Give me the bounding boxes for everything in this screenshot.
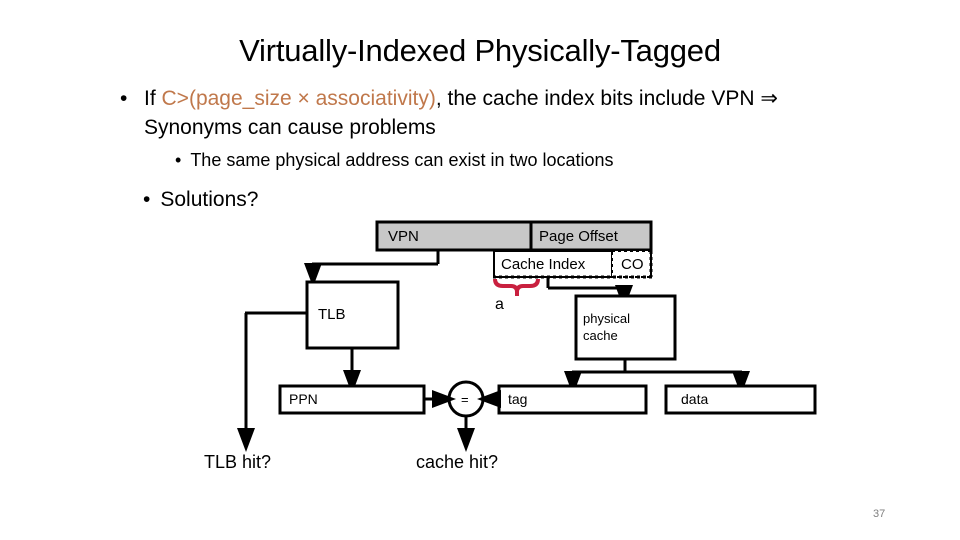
page-title: Virtually-Indexed Physically-Tagged	[239, 33, 721, 68]
ppn-label: PPN	[289, 391, 318, 407]
tlb-hit-label: TLB hit?	[204, 452, 272, 472]
page-offset-label: Page Offset	[539, 228, 618, 245]
bullet-solutions: • Solutions?	[143, 185, 258, 214]
comparator-label: =	[461, 392, 469, 407]
bullet-level1-suffix: , the cache index bits include VPN ⇒ Syn…	[144, 87, 778, 139]
vpn-label: VPN	[388, 228, 419, 245]
page-number: 37	[873, 508, 886, 520]
index-to-cache-wire	[546, 278, 633, 309]
bullet-marker: •	[143, 188, 151, 211]
tlb-label: TLB	[318, 306, 346, 323]
bullet-marker: •	[175, 150, 182, 170]
bullet-level2-label: The same physical address can exist in t…	[190, 150, 614, 170]
cache-output-split-wire	[564, 359, 750, 395]
index-bar-group	[493, 250, 653, 279]
bullet-level1-prefix: If	[144, 87, 162, 110]
brace-label-a: a	[495, 296, 504, 313]
address-bar-group	[375, 220, 653, 252]
cache-hit-label: cache hit?	[416, 452, 499, 472]
address-bar-rect	[375, 220, 653, 252]
data-label: data	[681, 391, 709, 407]
ppn-box	[278, 384, 426, 415]
tag-box	[497, 384, 648, 415]
cache-index-brace	[493, 278, 540, 296]
cache-offset-label: CO	[621, 256, 644, 273]
physical-cache-label: physical cache	[583, 311, 630, 343]
physical-cache-box	[574, 294, 677, 361]
cache-index-label: Cache Index	[501, 256, 586, 273]
tag-label: tag	[508, 391, 528, 407]
bullet-level2: • The same physical address can exist in …	[175, 148, 614, 173]
tlb-box	[305, 280, 400, 350]
vpn-to-tlb-wire	[304, 250, 440, 287]
bullet-marker: •	[120, 87, 128, 110]
bullet-level1-accent: C>(page_size × associativity)	[161, 87, 436, 110]
bullet-level1: • If C>(page_size × associativity), the …	[120, 84, 820, 142]
tlb-hit-wire	[237, 311, 307, 452]
data-box	[664, 384, 817, 415]
bullet-solutions-label: Solutions?	[160, 188, 259, 211]
